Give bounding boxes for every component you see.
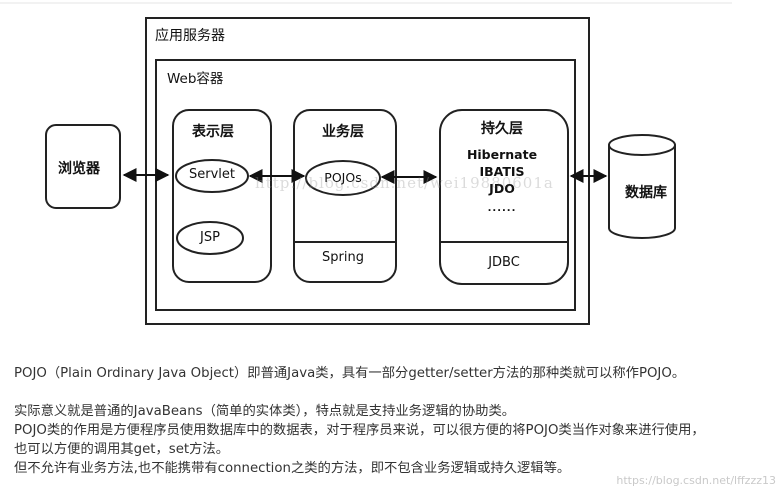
persistence-layer-title: 持久层 [481,121,523,137]
jsp-ellipse [176,221,244,255]
presentation-layer-title: 表示层 [192,124,234,140]
paragraph-line: POJO类的作用是方便程序员使用数据库中的数据表，对于程序员来说，可以很方便的将… [14,423,705,438]
jdbc-label: JDBC [488,255,520,270]
detail-paragraph: 实际意义就是普通的JavaBeans（简单的实体类），特点就是支持业务逻辑的协助… [14,402,776,478]
servlet-label: Servlet [189,167,235,182]
pojos-label: POJOs [324,170,362,185]
servlet-ellipse [175,159,249,193]
pojos-ellipse [305,160,381,196]
paragraph-line: 实际意义就是普通的JavaBeans（简单的实体类），特点就是支持业务逻辑的协助… [14,404,516,419]
paragraph-line: 但不允许有业务方法,也不能携带有connection之类的方法，即不包含业务逻辑… [14,461,571,476]
paragraph-line: 也可以方便的调用其get，set方法。 [14,442,230,457]
ellipsis-label: ...... [487,203,517,214]
persistence-layer-box [439,109,569,285]
intro-paragraph: POJO（Plain Ordinary Java Object）即普通Java类… [14,364,776,383]
database-label: 数据库 [625,185,667,201]
spring-label: Spring [322,250,364,265]
jdo-label: JDO [489,181,515,196]
jsp-label: JSP [200,230,220,245]
watermark: http://blog.csdn.net/wei19880601a [255,174,554,192]
business-layer-title: 业务层 [322,124,364,140]
paragraph-line: POJO（Plain Ordinary Java Object）即普通Java类… [14,366,686,381]
ibatis-label: IBATIS [479,164,525,179]
hibernate-label: Hibernate [466,147,538,162]
web-container-label: Web容器 [167,71,224,87]
source-credit: https://blog.csdn.net/lffzzz13 [616,474,776,487]
web-container-box [155,59,576,311]
database-cylinder [608,145,676,239]
presentation-layer-box [172,109,272,283]
app-server-label: 应用服务器 [155,28,225,44]
browser-box [45,124,121,209]
browser-label: 浏览器 [58,161,100,177]
architecture-diagram: http://blog.csdn.net/wei19880601a 应用服务器 … [0,2,732,325]
diagram-shapes [0,2,732,325]
business-layer-box [293,109,397,283]
